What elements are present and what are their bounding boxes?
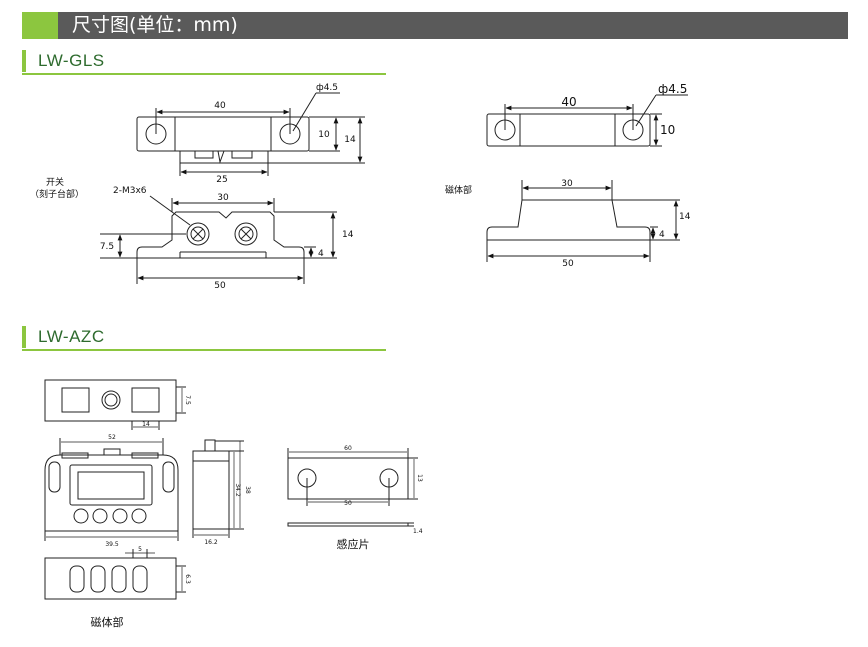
section-marker <box>22 326 26 348</box>
azc-top-14: 14 <box>142 421 150 428</box>
azc-bottom-5: 5 <box>138 546 142 553</box>
page-title: 尺寸图(单位：mm) <box>72 14 238 36</box>
section-title-lw-gls: LW-GLS <box>38 51 105 70</box>
gls-switch-side-30: 30 <box>217 193 229 203</box>
azc-side-16-2: 16.2 <box>204 539 218 546</box>
gls-magnet-top-view <box>486 94 688 147</box>
section-underline <box>22 349 386 351</box>
gls-magnet-top-10: 10 <box>660 123 675 137</box>
gls-switch-top-phi: ф4.5 <box>316 83 338 93</box>
azc-plate-60: 60 <box>344 445 352 452</box>
gls-switch-label-2: （刻子台部） <box>30 188 84 200</box>
gls-switch-side-screw: 2-M3x6 <box>113 186 147 196</box>
azc-bottom-6-3: 6.3 <box>184 574 191 584</box>
header-bar <box>22 12 848 39</box>
gls-magnet-top-phi: ф4.5 <box>658 82 687 96</box>
azc-plate-view <box>287 448 418 527</box>
gls-magnet-side-14: 14 <box>679 212 691 222</box>
azc-side-38: 38 <box>244 486 251 494</box>
gls-magnet-side-view <box>486 180 680 262</box>
gls-magnet-side-30: 30 <box>561 179 573 189</box>
azc-plate-label: 感应片 <box>337 537 370 551</box>
section-title-lw-azc: LW-AZC <box>38 327 105 346</box>
azc-plate-50: 50 <box>344 500 352 507</box>
gls-switch-top-view <box>136 92 365 176</box>
azc-plate-13: 13 <box>416 474 423 482</box>
gls-switch-label-1: 开关 <box>46 176 64 188</box>
gls-switch-side-view <box>100 195 337 284</box>
gls-magnet-side-50: 50 <box>562 259 574 269</box>
azc-top-7-5: 7.5 <box>184 395 191 405</box>
azc-side-view <box>192 439 244 538</box>
section-marker <box>22 50 26 72</box>
gls-switch-top-14: 14 <box>344 135 356 145</box>
gls-switch-top-40: 40 <box>214 101 226 111</box>
gls-switch-side-7-5: 7.5 <box>100 242 114 252</box>
gls-switch-side-50: 50 <box>214 281 226 291</box>
azc-magnet-label: 磁体部 <box>91 615 124 629</box>
azc-front-view <box>44 438 179 541</box>
gls-magnet-label: 磁体部 <box>445 184 472 196</box>
gls-magnet-side-4: 4 <box>659 230 665 240</box>
gls-switch-side-14: 14 <box>342 230 354 240</box>
azc-bottom-view <box>44 549 186 600</box>
azc-side-34-2: 34.2 <box>234 483 241 497</box>
gls-switch-side-4: 4 <box>318 249 324 259</box>
gls-switch-top-25: 25 <box>216 175 227 185</box>
azc-front-39-5: 39.5 <box>105 541 119 548</box>
header-accent <box>22 12 58 39</box>
gls-magnet-top-40: 40 <box>561 95 576 109</box>
section-underline <box>22 73 386 75</box>
azc-front-52: 52 <box>108 434 116 441</box>
azc-top-view <box>44 379 186 430</box>
gls-switch-top-10: 10 <box>318 130 330 140</box>
azc-plate-1-4: 1.4 <box>413 528 423 535</box>
